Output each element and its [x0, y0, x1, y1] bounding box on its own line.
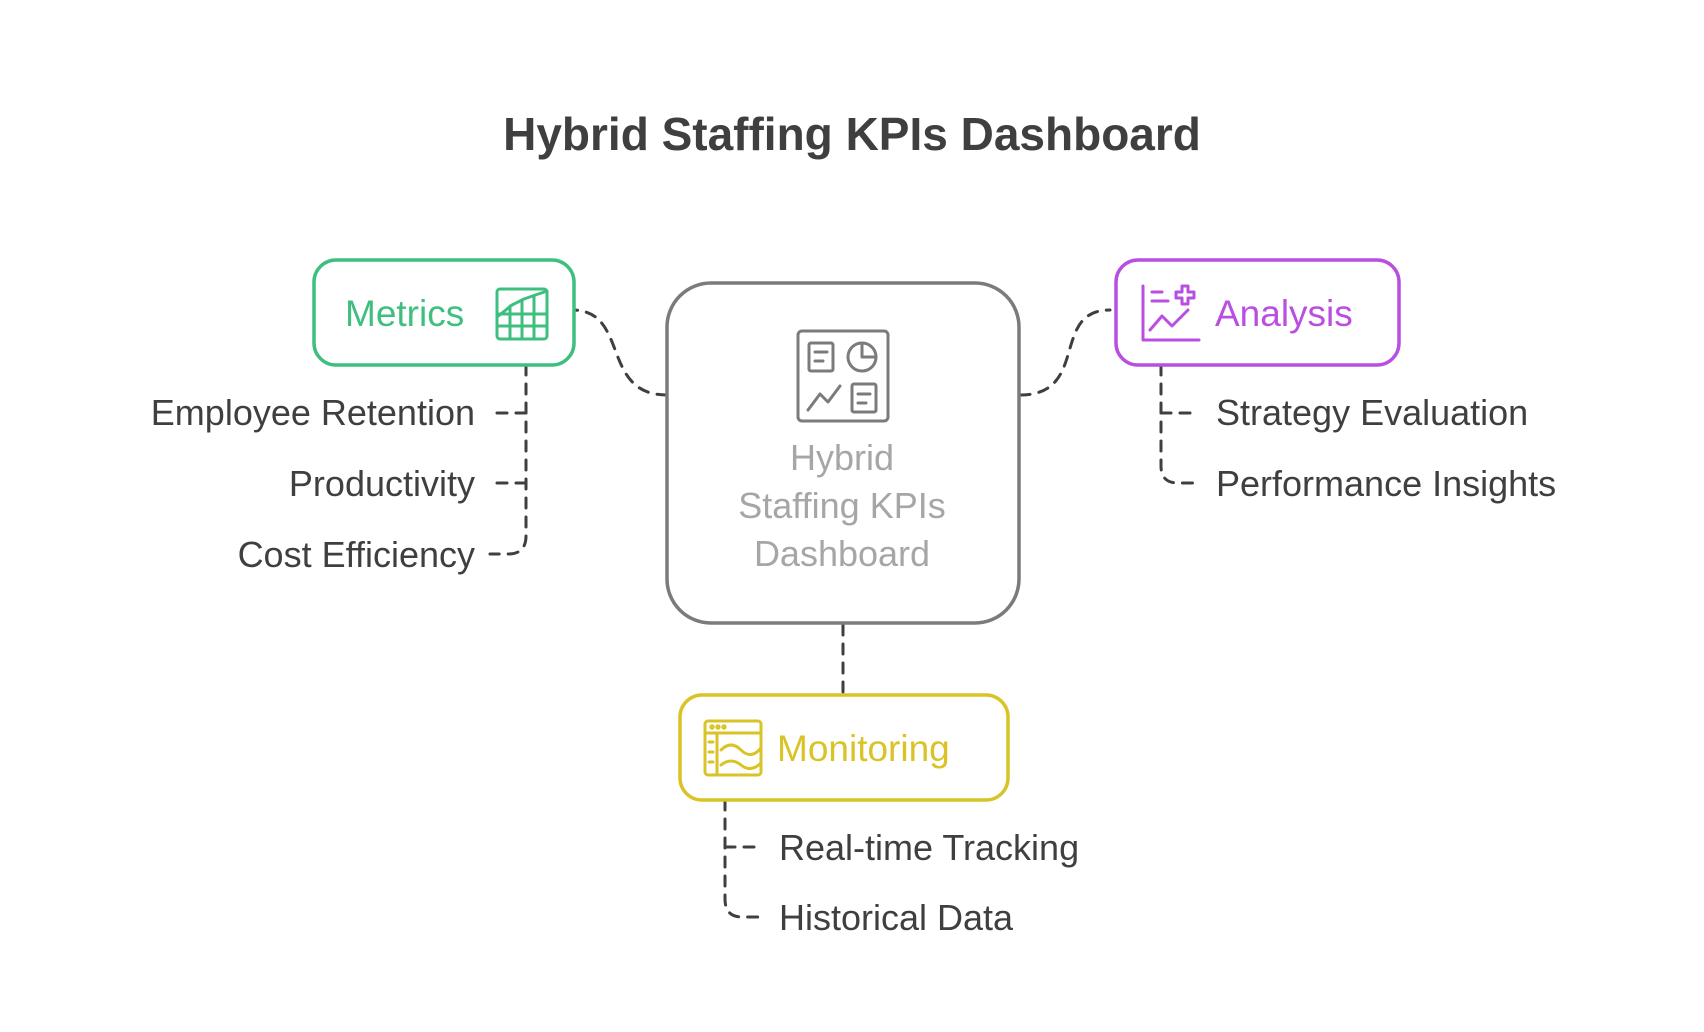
- metrics-item-employee-retention: Employee Retention: [151, 392, 475, 433]
- analysis-item-performance-insights: Performance Insights: [1216, 463, 1556, 504]
- connector-center-analysis: [1018, 308, 1112, 397]
- connectors: [488, 308, 1196, 919]
- analysis-node: Analysis: [1114, 258, 1401, 367]
- analysis-item-strategy-evaluation: Strategy Evaluation: [1216, 392, 1528, 433]
- center-box: [665, 281, 1021, 625]
- monitoring-label: Monitoring: [777, 728, 950, 769]
- center-node: Hybrid Staffing KPIs Dashboard: [665, 281, 1021, 625]
- center-line-3: Dashboard: [754, 533, 930, 574]
- monitoring-window-icon: [703, 719, 763, 777]
- connector-center-metrics: [570, 308, 669, 397]
- monitoring-item-historical-data: Historical Data: [779, 897, 1014, 938]
- center-line-2: Staffing KPIs: [738, 485, 945, 526]
- connector-metrics-stem: [488, 363, 528, 556]
- dashboard-icon: [796, 329, 890, 423]
- monitoring-item-real-time-tracking: Real-time Tracking: [779, 827, 1079, 868]
- monitoring-node: Monitoring: [678, 693, 1010, 802]
- metrics-item-cost-efficiency: Cost Efficiency: [238, 534, 475, 575]
- connector-analysis-stem: [1159, 363, 1196, 485]
- analysis-label: Analysis: [1215, 293, 1353, 334]
- center-line-1: Hybrid: [790, 437, 894, 478]
- metrics-node: Metrics: [312, 258, 576, 367]
- metrics-item-productivity: Productivity: [289, 463, 475, 504]
- metrics-label: Metrics: [345, 293, 464, 334]
- bar-chart-table-icon: [495, 287, 549, 341]
- connector-monitoring-stem: [723, 798, 760, 919]
- diagram-title: Hybrid Staffing KPIs Dashboard: [503, 108, 1201, 160]
- analysis-chart-icon: [1141, 284, 1201, 342]
